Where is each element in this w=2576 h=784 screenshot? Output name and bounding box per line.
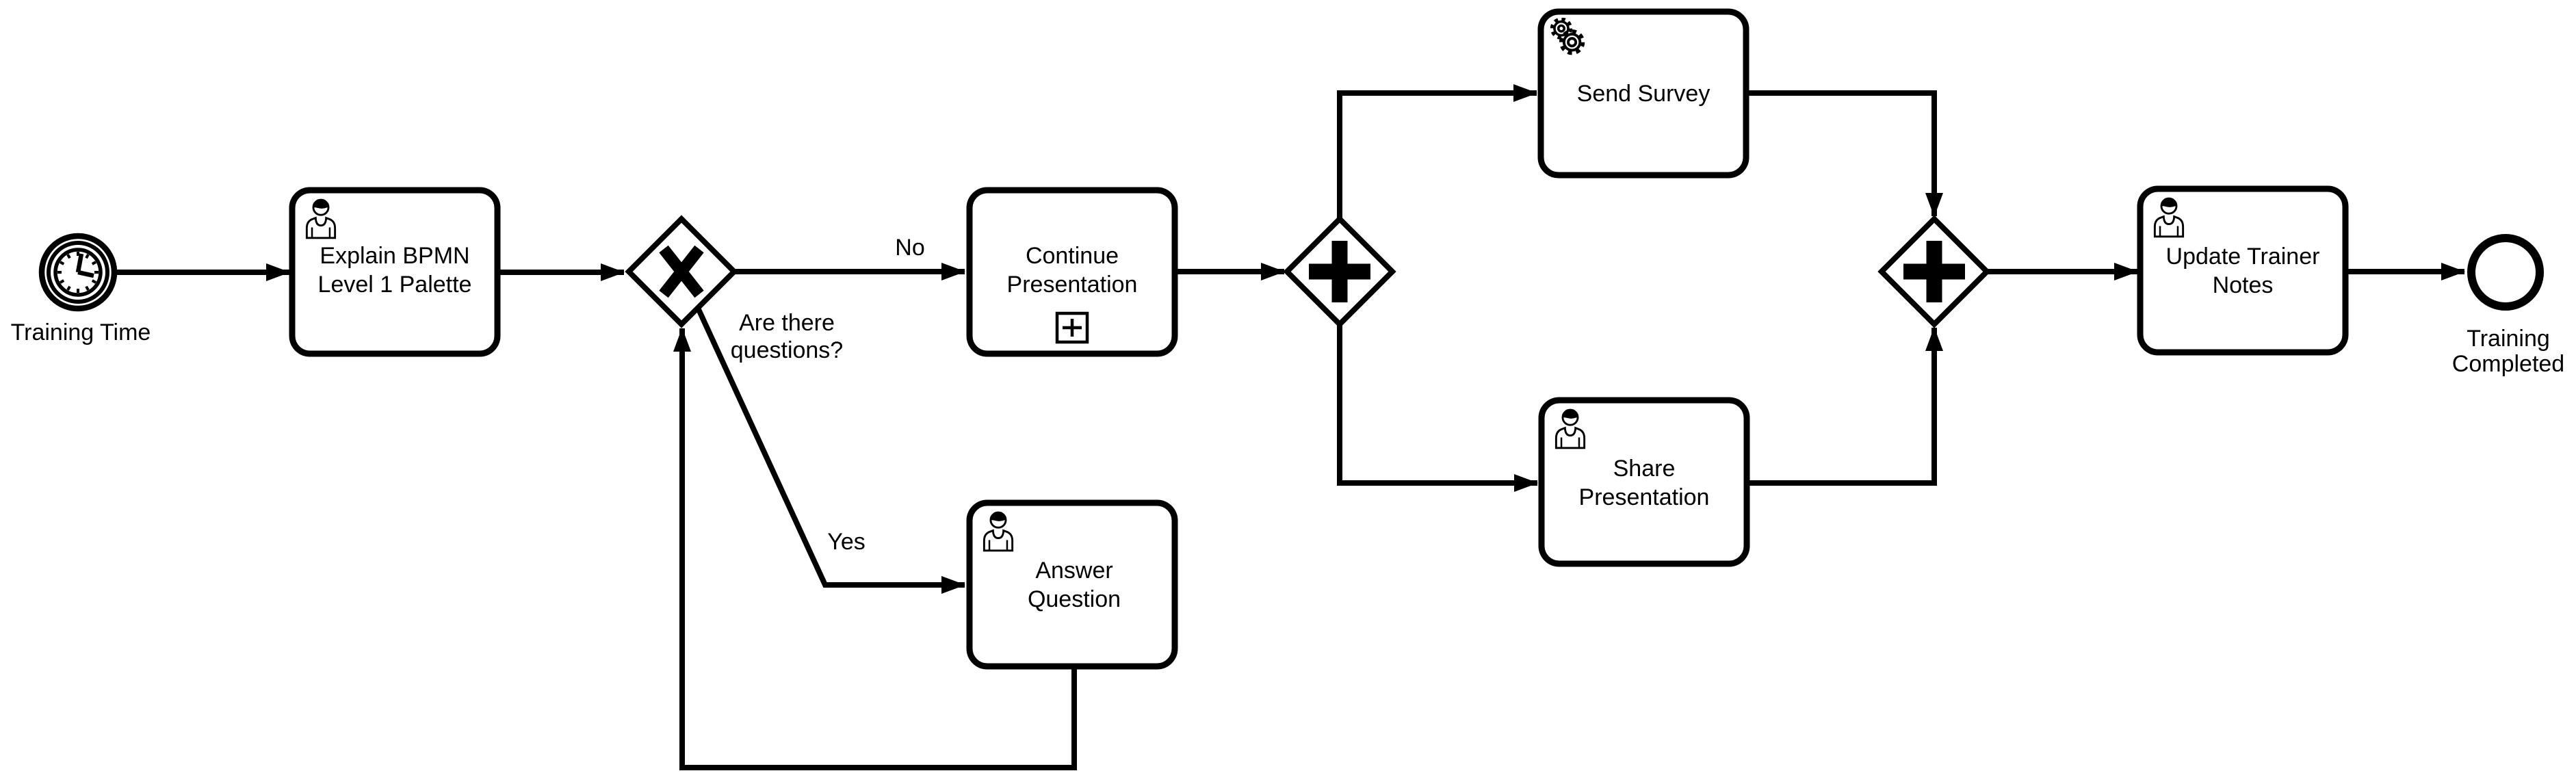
task-label-line1: Share [1613,456,1676,482]
task-shape [1538,397,1750,567]
task-label-line2: Question [1028,586,1121,612]
task-shape [1537,8,1749,179]
gateway-exclusive-questions: Are there questions? [625,215,843,363]
task-label-line1: Send Survey [1577,81,1710,107]
clock-hour-hand [75,253,84,273]
gateway-parallel-split [1283,215,1396,328]
task-label-line1: Explain BPMN [320,243,469,269]
task-shape [966,187,1178,357]
task-send-survey: Send Survey [1537,8,1749,179]
subprocess-plus-icon [1055,311,1089,344]
task-label-line2: Level 1 Palette [318,272,472,298]
plus-marker-icon [1903,241,1965,302]
sequence-flows: No Yes [117,84,2465,770]
edge-label-no: No [895,235,924,261]
task-shape [289,187,501,357]
task-label-line2: Presentation [1579,484,1710,510]
end-event-label-line1: Training [2467,326,2550,352]
end-event: Training Completed [2452,234,2564,377]
end-event-circle [2467,234,2544,311]
task-label-line1: Update Trainer [2166,244,2320,270]
clock-icon [53,248,103,297]
task-answer-question: Answer Question [966,499,1178,670]
plus-marker-icon [1309,241,1370,302]
flow-split-to-sendsurvey [1337,84,1537,218]
subprocess-continue-presentation: Continue Presentation [966,187,1178,357]
task-label-line1: Answer [1035,558,1113,584]
task-explain-bpmn: Explain BPMN Level 1 Palette [289,187,501,357]
task-update-trainer-notes: Update Trainer Notes [2137,185,2349,356]
task-share-presentation: Share Presentation [1538,397,1750,567]
flow-answer-loopback [673,328,1077,770]
task-shape [2137,185,2349,356]
task-label-line1: Continue [1026,243,1119,269]
start-event-timer: Training Time [11,233,151,345]
gateway-parallel-join [1877,215,1991,328]
task-label-line2: Notes [2213,272,2274,298]
clock-minute-hand [77,270,94,278]
gateway-label-line2: questions? [731,337,843,363]
end-event-label-line2: Completed [2452,351,2564,377]
edge-label-yes: Yes [827,529,865,555]
start-event-label: Training Time [11,319,151,345]
task-shape [966,499,1178,670]
task-label-line2: Presentation [1007,272,1138,298]
flow-sendsurvey-to-join [1746,90,1943,217]
x-marker-icon [659,245,704,298]
flow-yes-to-answer [695,306,965,594]
flow-share-to-join [1747,327,1943,486]
gateway-label-line1: Are there [739,310,835,336]
flow-split-to-share [1337,325,1538,492]
